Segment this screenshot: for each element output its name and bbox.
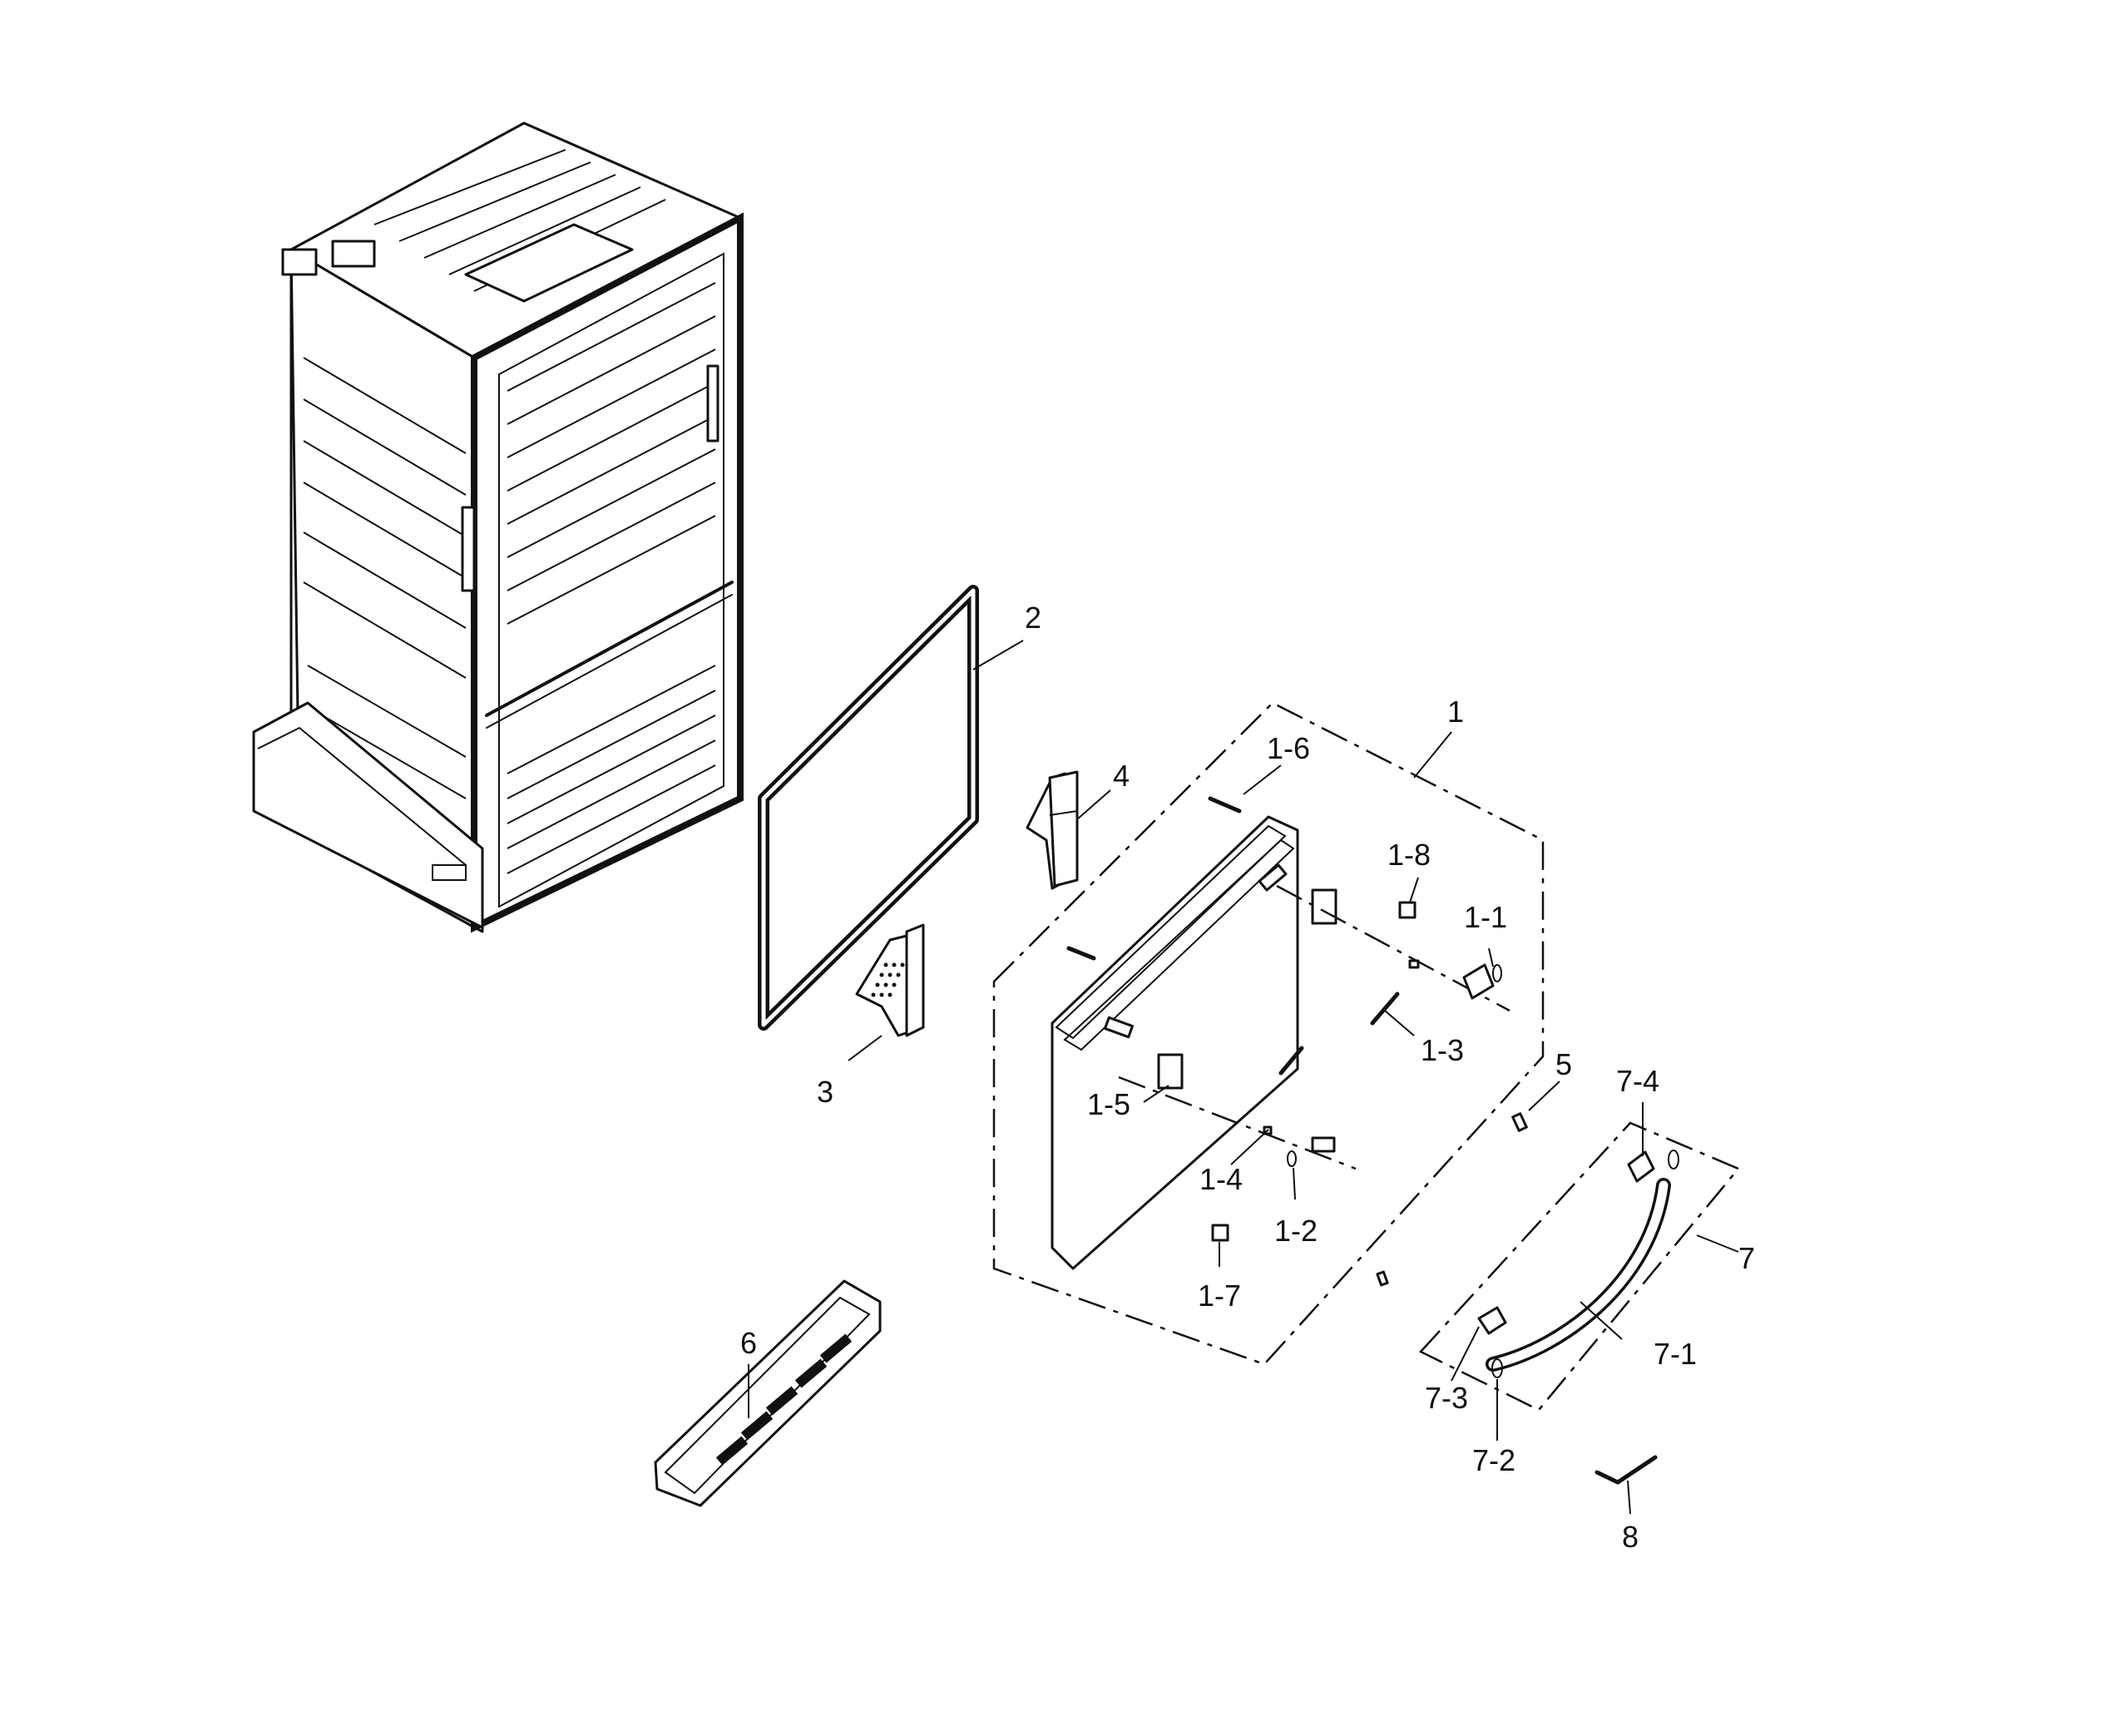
door-gasket <box>758 585 979 1031</box>
handle-assembly <box>1418 1121 1741 1412</box>
label-part-1-6: 1-6 <box>1267 731 1310 765</box>
door-bin <box>654 1279 882 1507</box>
label-part-5: 5 <box>1555 1047 1572 1081</box>
label-part-3: 3 <box>817 1075 833 1109</box>
label-part-7-3: 7-3 <box>1425 1381 1468 1415</box>
door-assembly <box>992 701 1545 1366</box>
callout-labels: 2 3 4 1 1-6 1-8 1-1 1-3 1-5 1-4 1-2 1-7 … <box>740 601 1755 1554</box>
label-part-7-1: 7-1 <box>1654 1337 1697 1371</box>
label-part-4: 4 <box>1113 759 1130 793</box>
label-part-1: 1 <box>1447 695 1464 729</box>
label-part-7-2: 7-2 <box>1472 1443 1515 1477</box>
upper-hinge <box>1026 770 1079 890</box>
label-part-2: 2 <box>1025 601 1041 635</box>
lower-hinge <box>855 923 925 1037</box>
label-part-1-5: 1-5 <box>1087 1087 1130 1121</box>
label-part-1-2: 1-2 <box>1274 1214 1318 1248</box>
label-part-6: 6 <box>740 1326 757 1360</box>
label-part-7: 7 <box>1738 1241 1755 1275</box>
clip-part <box>1594 1455 1658 1485</box>
label-part-1-1: 1-1 <box>1464 900 1507 934</box>
label-part-7-4: 7-4 <box>1616 1064 1659 1098</box>
label-part-1-3: 1-3 <box>1421 1033 1464 1067</box>
refrigerator-cabinet <box>252 121 744 933</box>
label-part-8: 8 <box>1622 1520 1639 1554</box>
screw <box>1511 1112 1528 1132</box>
label-part-1-7: 1-7 <box>1198 1279 1241 1313</box>
leader-lines <box>748 640 1739 1515</box>
label-part-1-4: 1-4 <box>1199 1162 1243 1196</box>
label-part-1-8: 1-8 <box>1387 838 1431 872</box>
